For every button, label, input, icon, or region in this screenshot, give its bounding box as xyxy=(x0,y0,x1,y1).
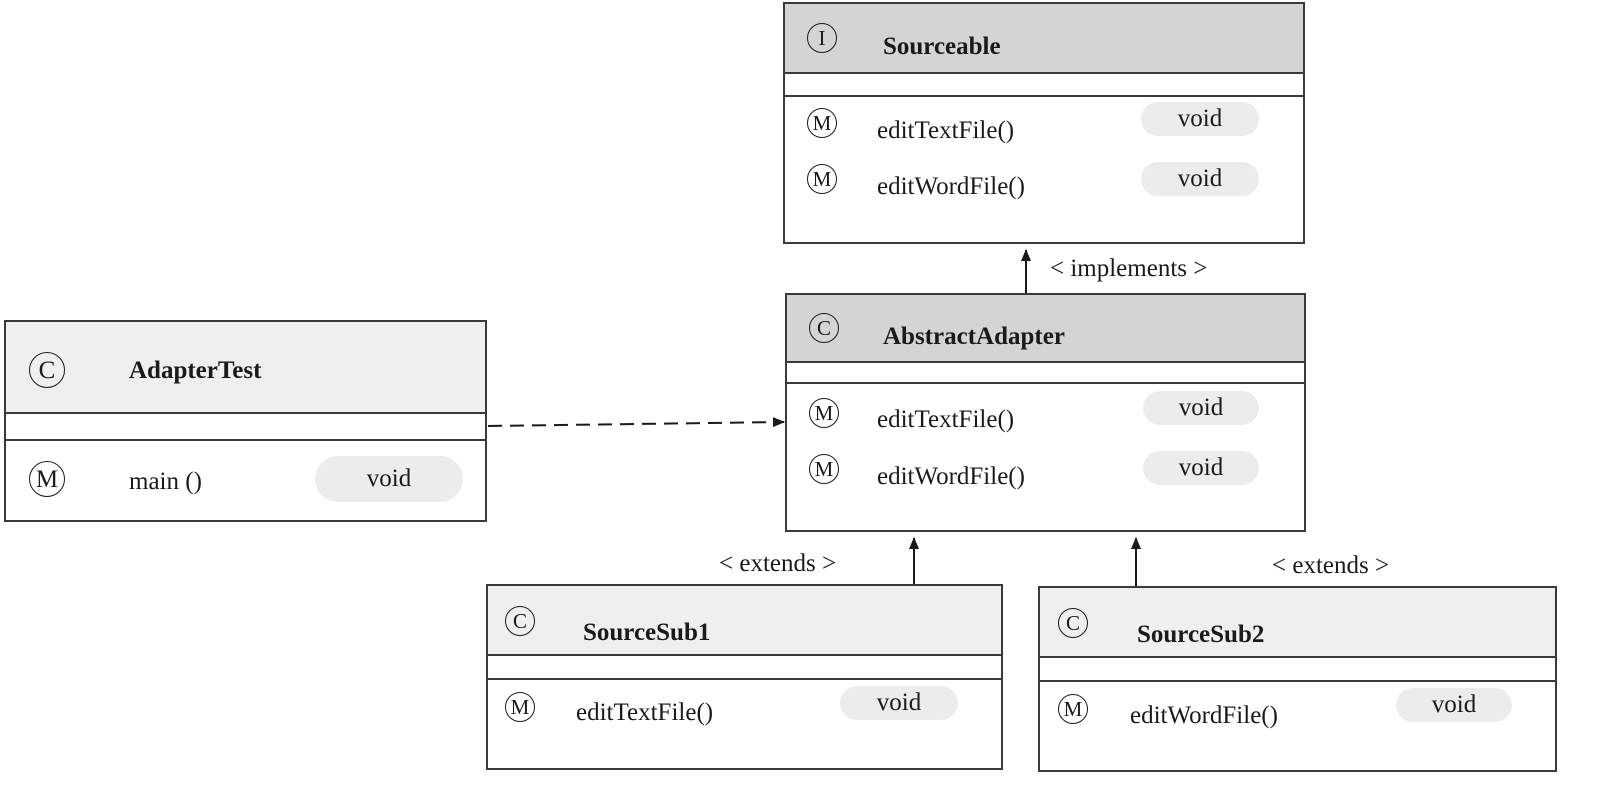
source-sub1-class-box[interactable]: C SourceSub1 M editTextFile() void xyxy=(486,584,1003,770)
abstract-adapter-name: AbstractAdapter xyxy=(883,323,1065,350)
class-icon: C xyxy=(29,352,65,388)
method-icon: M xyxy=(1058,694,1088,724)
source-sub2-class-box[interactable]: C SourceSub2 M editWordFile() void xyxy=(1038,586,1557,772)
method-icon: M xyxy=(809,398,839,428)
return-type-badge: void xyxy=(315,456,463,502)
method-name: editTextFile() xyxy=(877,117,1015,144)
class-icon: C xyxy=(809,313,839,343)
attribute-compartment-divider xyxy=(6,439,485,441)
class-icon: C xyxy=(505,606,535,636)
extends-label-sub2: < extends > xyxy=(1272,552,1390,579)
adapter-test-header: C AdapterTest xyxy=(6,322,485,414)
return-type-badge: void xyxy=(1141,162,1259,196)
method-name: editWordFile() xyxy=(877,463,1025,490)
abstract-adapter-class-box[interactable]: C AbstractAdapter M editTextFile() void … xyxy=(785,293,1306,532)
method-name: editWordFile() xyxy=(1130,702,1278,729)
return-type-badge: void xyxy=(1143,451,1259,485)
attribute-compartment-divider xyxy=(1040,680,1555,682)
return-type-badge: void xyxy=(1396,688,1512,722)
class-icon: C xyxy=(1058,608,1088,638)
method-name: editTextFile() xyxy=(576,699,714,726)
attribute-compartment-divider xyxy=(787,382,1304,384)
extends-label-sub1: < extends > xyxy=(719,550,837,577)
adapter-test-class-box[interactable]: C AdapterTest M main () void xyxy=(4,320,487,522)
method-icon: M xyxy=(807,108,837,138)
source-sub2-name: SourceSub2 xyxy=(1137,621,1265,648)
source-sub1-header: C SourceSub1 xyxy=(488,586,1001,656)
adapter-test-name: AdapterTest xyxy=(129,357,262,384)
method-name: editWordFile() xyxy=(877,173,1025,200)
method-name: main () xyxy=(129,468,202,495)
method-icon: M xyxy=(809,454,839,484)
return-type-badge: void xyxy=(840,686,958,720)
sourceable-name: Sourceable xyxy=(883,33,1001,60)
implements-label: < implements > xyxy=(1050,255,1208,282)
attribute-compartment-divider xyxy=(488,678,1001,680)
abstract-adapter-header: C AbstractAdapter xyxy=(787,295,1304,363)
attribute-compartment-divider xyxy=(785,95,1303,97)
source-sub2-header: C SourceSub2 xyxy=(1040,588,1555,658)
dependency-arrow xyxy=(487,417,785,428)
sourceable-interface-box[interactable]: I Sourceable M editTextFile() void M edi… xyxy=(783,2,1305,244)
source-sub1-name: SourceSub1 xyxy=(583,619,711,646)
return-type-badge: void xyxy=(1143,391,1259,425)
method-icon: M xyxy=(29,461,65,497)
interface-icon: I xyxy=(807,23,837,53)
method-icon: M xyxy=(807,164,837,194)
method-name: editTextFile() xyxy=(877,406,1015,433)
method-icon: M xyxy=(505,692,535,722)
return-type-badge: void xyxy=(1141,102,1259,136)
sourceable-header: I Sourceable xyxy=(785,4,1303,74)
